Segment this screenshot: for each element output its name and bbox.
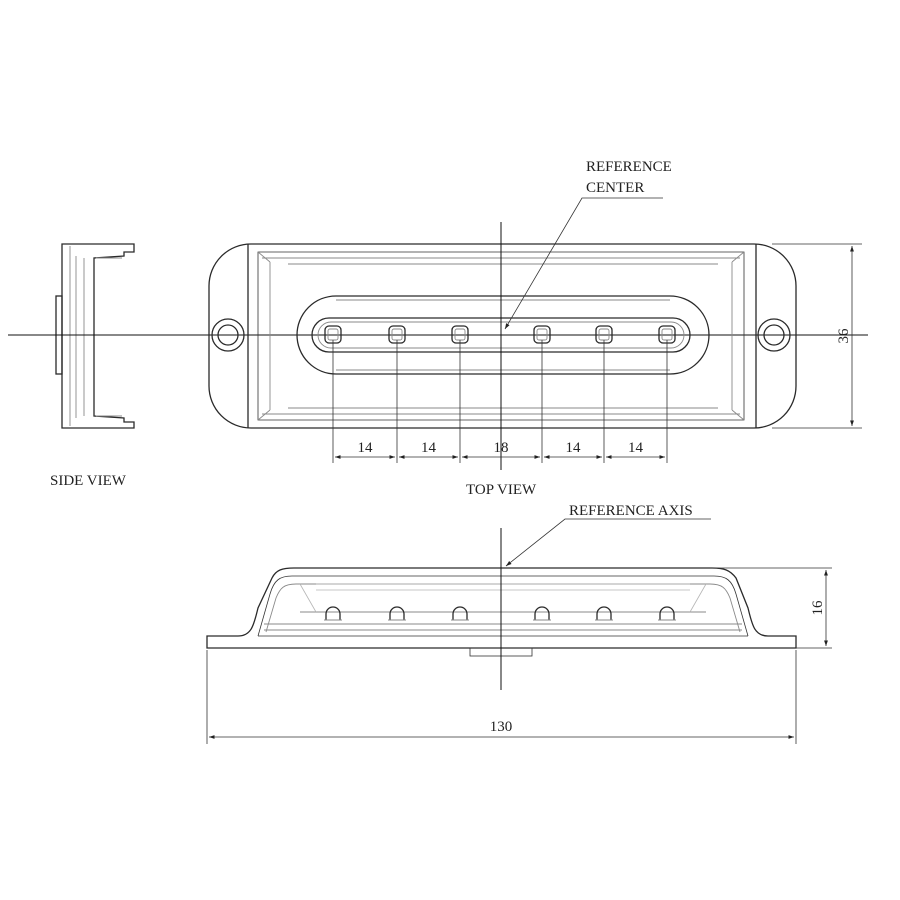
- led-spacing-label-5: 14: [628, 440, 644, 456]
- reference-center-label-line2: CENTER: [586, 180, 644, 196]
- led-front-6: [658, 606, 676, 621]
- reference-axis-leader: [505, 518, 711, 567]
- led-front-2: [388, 606, 406, 621]
- led-spacing-label-1: 14: [358, 440, 374, 456]
- mounting-hole-left: [211, 318, 245, 352]
- led-front-1: [324, 606, 342, 621]
- led-spacing-label-3: 18: [494, 440, 509, 456]
- top-view-label: TOP VIEW: [466, 482, 537, 498]
- led-front-5: [595, 606, 613, 621]
- led-front-4: [533, 606, 551, 621]
- height-dimension-front-view: [710, 567, 832, 649]
- reference-center-label-line1: REFERENCE: [586, 159, 672, 175]
- height-dimension-top-label: 36: [836, 328, 852, 344]
- height-dimension-top-view: [772, 243, 862, 429]
- led-spacing-dimensions: 14 14 18 14 14: [332, 340, 668, 463]
- reference-axis-label: REFERENCE AXIS: [569, 503, 693, 519]
- led-row-front-view: [324, 606, 676, 621]
- overall-width-dimension: [206, 650, 797, 744]
- top-view-housing: [208, 243, 797, 429]
- reference-center-leader: [504, 197, 663, 330]
- mounting-hole-right: [757, 318, 791, 352]
- side-view-drawing: [55, 243, 135, 429]
- led-spacing-label-4: 14: [566, 440, 582, 456]
- side-view-label: SIDE VIEW: [50, 473, 127, 489]
- led-spacing-label-2: 14: [421, 440, 437, 456]
- height-dimension-front-label: 16: [810, 600, 826, 616]
- led-front-3: [451, 606, 469, 621]
- overall-width-label: 130: [490, 719, 513, 735]
